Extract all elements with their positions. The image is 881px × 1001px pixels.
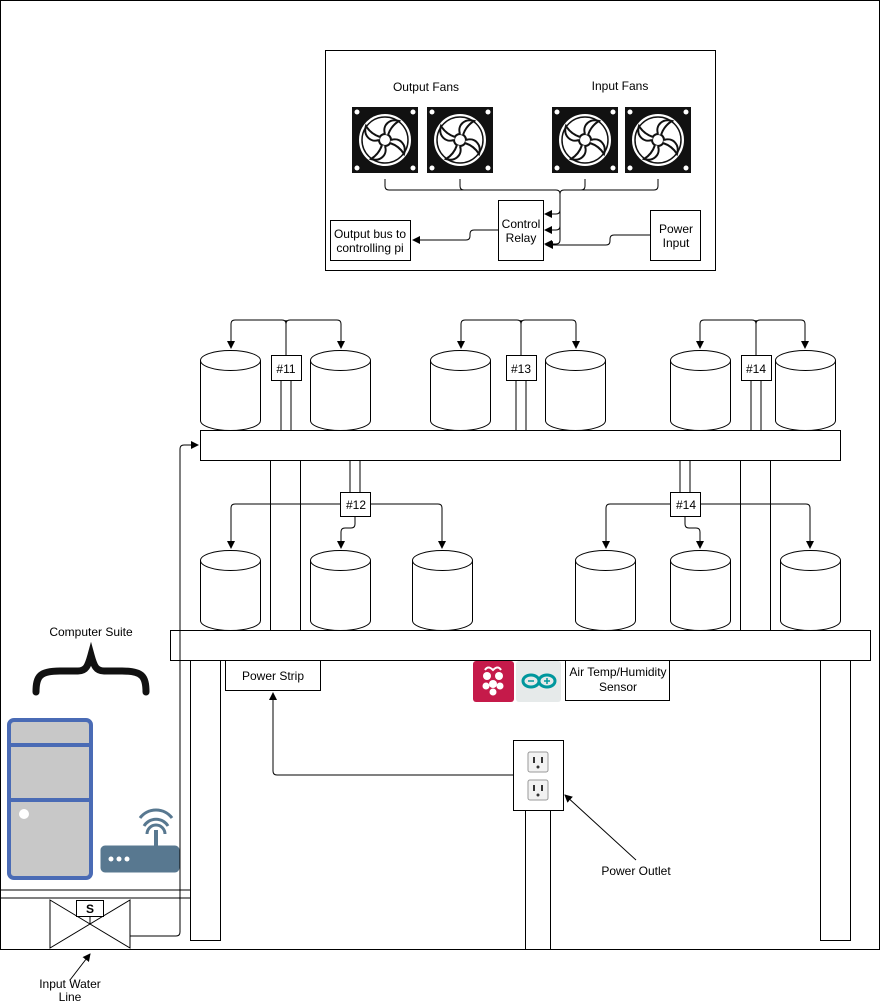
valve-11-box: [271, 355, 302, 381]
water-riser-line: [130, 441, 199, 937]
bucket-top-1: [200, 350, 261, 431]
middle-leg-left: [270, 460, 301, 631]
output-fans-label: Output Fans: [393, 80, 459, 94]
outlet-to-strip-arrow: [269, 692, 513, 776]
power-outlet-icon: [513, 740, 564, 811]
output-fan-1-icon: [351, 106, 419, 174]
pipe-14-top: [750, 380, 762, 430]
bucket-bottom-3: [412, 550, 473, 631]
curly-brace-icon: [32, 641, 150, 696]
input-fan-2-icon: [624, 106, 692, 174]
wifi-router-icon: [100, 808, 180, 873]
pipe-11: [280, 380, 292, 430]
input-water-label-2: Line: [59, 990, 82, 1001]
computer-tower-icon: [7, 718, 93, 880]
bottom-shelf: [170, 630, 871, 661]
input-fan-1-icon: [551, 106, 619, 174]
pipe-12: [349, 460, 361, 492]
fan-wire-2: [459, 179, 465, 191]
input-water-arrow: [69, 953, 91, 981]
valve-14-bottom-label: #14: [676, 498, 696, 512]
valve-12-label: #12: [346, 498, 366, 512]
control-relay-box: [498, 200, 544, 261]
valve-14-top-box: [741, 355, 772, 381]
bucket-bottom-2: [310, 550, 371, 631]
bucket-bottom-6: [780, 550, 841, 631]
bucket-top-3: [430, 350, 491, 431]
arduino-logo-icon: [516, 661, 561, 702]
output-bus-label-1: Output bus to: [334, 227, 406, 241]
input-water-label-1: Input Water: [39, 977, 101, 991]
bucket-top-6: [775, 350, 836, 431]
line-14b-left: [602, 503, 670, 549]
raspberry-pi-logo-icon: [473, 661, 514, 702]
power-outlet-label: Power Outlet: [601, 864, 671, 878]
bucket-top-4: [545, 350, 606, 431]
air-sensor-label-2: Sensor: [599, 680, 637, 694]
line-14b-mid: [684, 516, 704, 549]
outlet-post: [525, 810, 551, 950]
middle-leg-right: [740, 460, 771, 631]
line-14-left: [700, 319, 757, 355]
fan-wire-4: [559, 179, 659, 195]
lower-leg-right: [820, 660, 851, 941]
valve-13-box: [506, 355, 537, 381]
line-11-right: [285, 319, 345, 349]
line-13-left: [461, 319, 522, 355]
line-12-left: [227, 503, 340, 549]
control-relay-label-2: Relay: [506, 231, 537, 245]
output-fan-2-icon: [426, 106, 494, 174]
power-section: Power Strip Air Temp/Humidity Sensor: [225, 660, 671, 878]
bucket-bottom-1: [200, 550, 261, 631]
fan-control-panel: Output Fans Input Fans Control Relay Out…: [325, 50, 716, 271]
line-14b-right: [700, 503, 814, 549]
bucket-bottom-5: [670, 550, 731, 631]
output-bus-label-2: controlling pi: [336, 241, 403, 255]
valve-14-bottom-box: [670, 492, 701, 517]
power-input-label-2: Input: [663, 236, 690, 250]
top-tier: #11 #13 #14: [200, 319, 841, 461]
valve-14-top-label: #14: [746, 362, 766, 376]
air-sensor-label-1: Air Temp/Humidity: [569, 665, 666, 679]
relay-to-bus-arrow: [412, 229, 498, 244]
valve-12-box: [340, 492, 371, 517]
power-to-relay-arrow: [545, 234, 650, 249]
power-strip-box: [225, 660, 321, 691]
valve-13-label: #13: [511, 362, 531, 376]
pipe-14-bottom: [679, 460, 691, 492]
power-strip-label: Power Strip: [242, 669, 304, 683]
input-fans-label: Input Fans: [592, 79, 649, 93]
bucket-bottom-4: [575, 550, 636, 631]
line-12-mid: [337, 516, 356, 549]
line-11-left: [231, 319, 287, 355]
bucket-top-2: [310, 350, 371, 431]
power-input-label-1: Power: [659, 222, 693, 236]
water-input: S Input Water Line: [0, 441, 199, 1001]
lower-leg-left: [190, 660, 221, 941]
line-13-right: [520, 319, 580, 349]
pipe-13: [515, 380, 527, 430]
bottom-tier: #12 #14: [170, 460, 871, 661]
fan-arrow-3: [544, 226, 561, 248]
output-bus-box: [330, 220, 411, 261]
control-relay-label-1: Control: [502, 217, 541, 231]
line-14-right: [755, 319, 809, 349]
solenoid-label: S: [86, 902, 94, 916]
computer-suite: Computer Suite: [7, 625, 180, 880]
computer-suite-label: Computer Suite: [49, 625, 133, 639]
valve-11-label: #11: [276, 362, 295, 376]
top-shelf: [200, 430, 841, 461]
power-outlet-arrow: [564, 794, 637, 861]
water-pipe: [0, 889, 190, 899]
bucket-top-5: [670, 350, 731, 431]
line-12-right: [370, 503, 446, 549]
power-input-box: [650, 210, 701, 261]
air-sensor-box: [565, 660, 670, 701]
solenoid-box: [76, 900, 104, 917]
